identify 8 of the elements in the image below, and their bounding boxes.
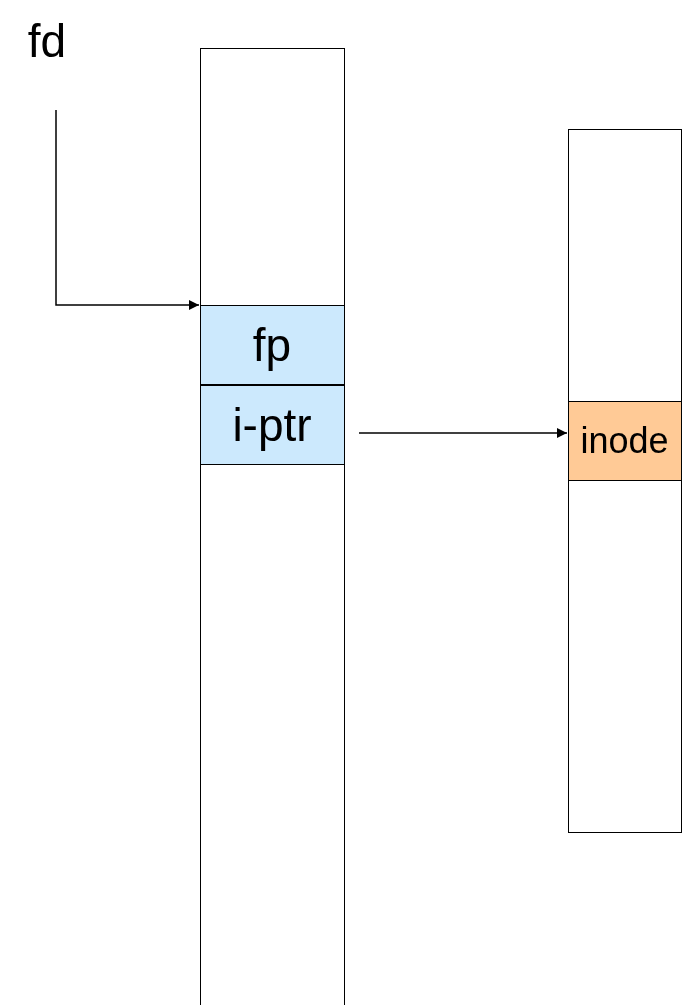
memory-column (568, 129, 682, 833)
label-text: fd (20, 18, 74, 64)
table-cell: inode (567, 400, 682, 481)
arrow (55, 109, 200, 311)
arrow (358, 427, 568, 439)
table-cell: fp (199, 304, 345, 385)
table-cell: i-ptr (199, 384, 345, 465)
memory-column (200, 48, 345, 1005)
